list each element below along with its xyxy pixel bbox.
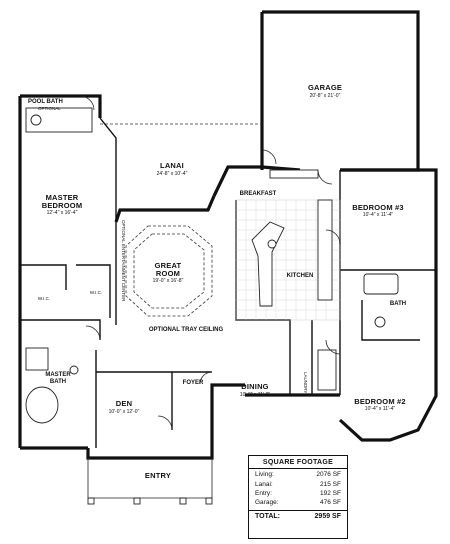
wic-left-label: W.I.C. [38, 296, 50, 301]
square-footage-title: SQUARE FOOTAGE [249, 456, 347, 469]
sqft-label: Entry: [255, 489, 272, 497]
sqft-row-entry: Entry: 192 SF [249, 488, 347, 497]
fixtures [25, 107, 399, 424]
entry-porch [87, 458, 213, 505]
sqft-value: 215 SF [320, 480, 341, 488]
master-bedroom-dim: 12'-4" x 16'-4" [47, 210, 78, 216]
room-labels: POOL BATH OPTIONAL GARAGE 20'-8" x 21'-0… [28, 83, 406, 480]
dining-dim: 10'-0" x 11'-8" [240, 392, 271, 398]
great-room-dim: 19'-0" x 16'-8" [153, 278, 184, 284]
bedroom2-label: BEDROOM #2 [354, 397, 406, 406]
garage-label: GARAGE [308, 83, 342, 92]
great-room-tray [125, 225, 213, 317]
laundry-label: LAUNDRY [303, 372, 308, 393]
lanai-dim: 24'-8" x 10'-4" [157, 171, 188, 177]
tray-ceiling-label: OPTIONAL TRAY CEILING [149, 327, 224, 333]
foyer-label: FOYER [183, 380, 204, 386]
master-bath-label-1: MASTER [45, 372, 71, 378]
kitchen-label: KITCHEN [287, 273, 314, 279]
sqft-row-total: TOTAL: 2959 SF [249, 510, 347, 522]
great-room-label-1: GREAT [155, 261, 182, 270]
sqft-row-lanai: Lanai: 215 SF [249, 478, 347, 488]
sqft-value: 192 SF [320, 489, 341, 497]
sqft-total-value: 2959 SF [314, 513, 341, 521]
kitchen-counters [251, 169, 333, 307]
dining-label: DINING [241, 382, 268, 391]
sqft-label: Garage: [255, 499, 279, 507]
square-footage-table: SQUARE FOOTAGE Living: 2076 SF Lanai: 21… [248, 455, 348, 539]
den-label: DEN [116, 399, 132, 408]
entertainment-center-label: OPTIONAL ENTERTAINMENT CENTER [121, 220, 126, 302]
exterior-walls [18, 10, 438, 460]
bedroom2-dim: 10'-4" x 11'-4" [365, 406, 396, 412]
breakfast-label: BREAKFAST [240, 191, 277, 197]
great-room-label-2: ROOM [156, 269, 180, 278]
master-bedroom-label-2: BEDROOM [42, 201, 83, 210]
lanai-label: LANAI [160, 161, 184, 170]
garage-dim: 20'-8" x 21'-0" [310, 93, 341, 99]
bath-label: BATH [390, 301, 406, 307]
den-dim: 10'-0" x 12'-0" [109, 409, 140, 415]
sqft-label: Living: [255, 471, 274, 479]
sqft-total-label: TOTAL: [255, 513, 281, 521]
sqft-row-living: Living: 2076 SF [249, 469, 347, 478]
bedroom3-label: BEDROOM #3 [352, 203, 404, 212]
master-bath-label-2: BATH [50, 379, 66, 385]
sqft-row-garage: Garage: 476 SF [249, 497, 347, 506]
pool-bath-label: POOL BATH [28, 99, 63, 105]
master-bedroom-label-1: MASTER [46, 193, 79, 202]
wic-right-label: W.I.C. [90, 290, 102, 295]
door-swings [79, 95, 341, 431]
sqft-label: Lanai: [255, 480, 273, 488]
sqft-value: 476 SF [320, 499, 341, 507]
entry-label: ENTRY [145, 471, 171, 480]
pool-bath-note: OPTIONAL [38, 106, 61, 111]
sqft-value: 2076 SF [316, 471, 341, 479]
bedroom3-dim: 10'-4" x 11'-4" [363, 212, 394, 218]
